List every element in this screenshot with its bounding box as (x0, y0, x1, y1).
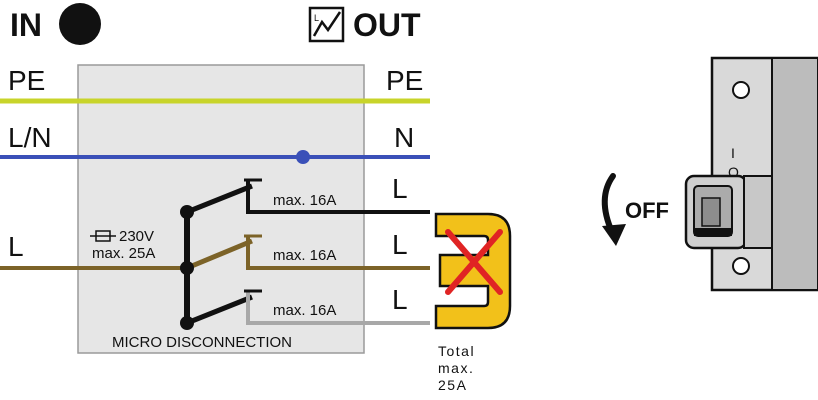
out3-limit: max. 16A (273, 302, 336, 319)
module-caption: MICRO DISCONNECTION (112, 334, 292, 351)
switch-contact-3 (186, 294, 253, 326)
module-panel (77, 64, 365, 354)
in-label: IN (10, 7, 42, 43)
breaker-screw-bottom (732, 257, 750, 275)
l-out-3-label: L (392, 284, 408, 315)
out3-wire (246, 291, 430, 325)
breaker-off-symbol: O (728, 164, 739, 180)
fuse-symbol-icon (90, 230, 116, 242)
fuse-current: max. 25A (92, 245, 155, 262)
breaker-toggle-base (694, 228, 732, 236)
total-note-line-1: Total (438, 343, 475, 359)
total-note-line-3: 25A (438, 377, 467, 393)
bus-node-3 (180, 316, 194, 330)
ln-left-label: L/N (8, 122, 52, 153)
fuse-voltage: 230V (119, 228, 154, 245)
breaker-on-symbol: I (731, 145, 735, 161)
out2-limit: max. 16A (273, 247, 336, 264)
bus-node-1 (180, 205, 194, 219)
switch-contact-1 (186, 183, 253, 215)
out1-wire (246, 180, 430, 214)
total-note-line-2: max. (438, 360, 474, 376)
bus-node-2 (180, 261, 194, 275)
pe-left-label: PE (8, 65, 45, 96)
off-label: OFF (625, 198, 669, 223)
n-junction-dot (296, 150, 310, 164)
out-label: OUT (353, 7, 421, 43)
l-out-1-label: L (392, 173, 408, 204)
l-left-label: L (8, 231, 24, 262)
n-right-label: N (394, 122, 414, 153)
out-diagonal-arrow-icon: L (308, 6, 345, 43)
out2-wire (246, 236, 430, 270)
pe-right-label: PE (386, 65, 423, 96)
breaker-toggle (701, 197, 721, 227)
rotate-arrow-icon (601, 173, 626, 246)
circuit-breaker (684, 56, 818, 292)
cross-mark-icon (445, 229, 503, 295)
breaker-screw-top (732, 81, 750, 99)
out-icon-letter: L (314, 13, 319, 23)
switch-contact-2 (186, 238, 253, 271)
l-out-2-label: L (392, 229, 408, 260)
out1-limit: max. 16A (273, 192, 336, 209)
in-filled-circle-icon (59, 3, 101, 45)
